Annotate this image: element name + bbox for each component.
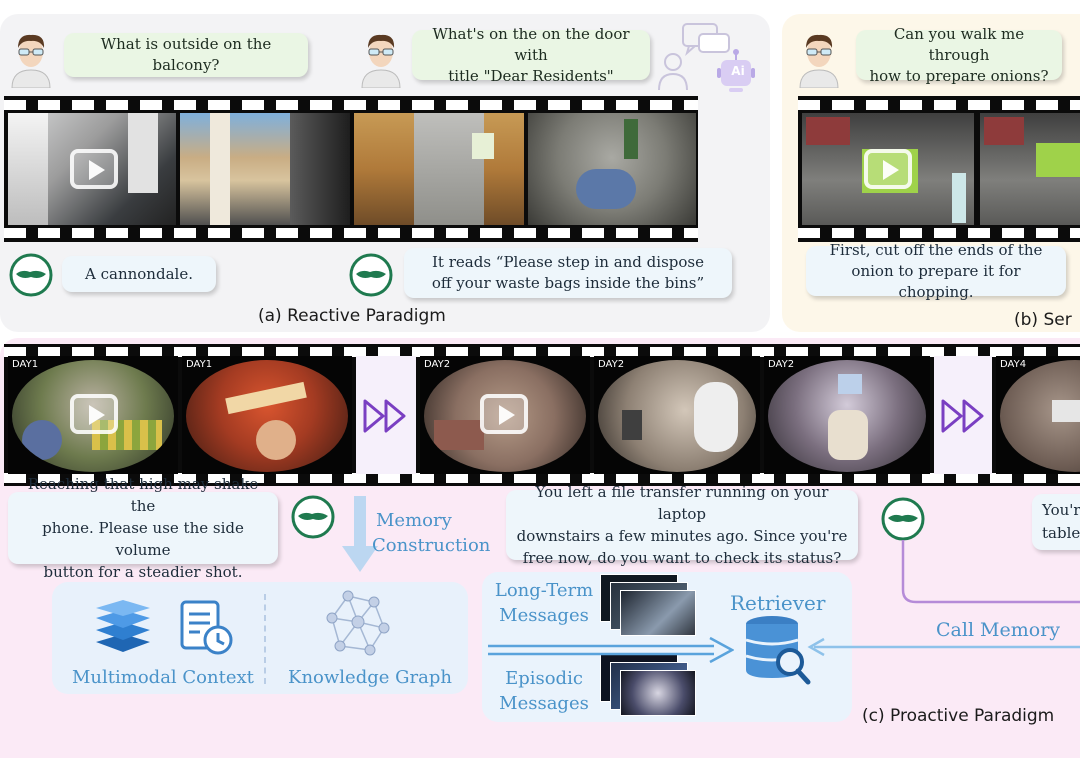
retriever-label: Retriever bbox=[730, 591, 826, 615]
chat-ai-icon bbox=[658, 23, 755, 92]
message-text: button for a steadier shot. bbox=[43, 563, 243, 581]
user-avatar-icon bbox=[11, 34, 51, 88]
proactive-message-bubble: You left a file transfer running on your… bbox=[506, 483, 858, 567]
thumbnail-stack bbox=[600, 574, 696, 636]
question-text: how to prepare onions? bbox=[869, 66, 1049, 85]
right-arrow-icon bbox=[488, 636, 734, 664]
smart-glasses-icon bbox=[881, 497, 925, 541]
video-frame bbox=[8, 356, 178, 474]
knowledge-graph-icon bbox=[326, 590, 390, 656]
message-text: phone. Please use the side volume bbox=[42, 519, 244, 559]
play-icon bbox=[70, 394, 118, 434]
left-arrow-icon bbox=[807, 637, 1080, 657]
message-text: You left a file transfer running on your… bbox=[535, 483, 829, 523]
message-text: Reaching that high may shake the bbox=[27, 475, 259, 515]
day-label: DAY2 bbox=[424, 359, 451, 370]
proactive-message-bubble: Reaching that high may shake the phone. … bbox=[8, 475, 278, 581]
message-text: free now, do you want to check its statu… bbox=[522, 549, 842, 567]
episodic-messages-label: Episodic Messages bbox=[494, 666, 594, 716]
answer-bubble: A cannondale. bbox=[62, 256, 216, 292]
question-bubble: What is outside on the balcony? bbox=[64, 33, 308, 77]
database-search-icon bbox=[745, 616, 811, 685]
semi-caption: (b) Ser bbox=[1014, 310, 1072, 330]
question-bubble: Can you walk me through how to prepare o… bbox=[856, 25, 1062, 85]
day-label: DAY2 bbox=[768, 359, 795, 370]
proactive-message-bubble: You'r table bbox=[1032, 494, 1080, 550]
video-frame bbox=[594, 356, 760, 474]
question-bubble: What's on the on the door with title "De… bbox=[412, 25, 650, 85]
video-frame bbox=[182, 356, 352, 474]
smart-glasses-icon bbox=[349, 253, 393, 297]
answer-text: off your waste bags inside the bins” bbox=[431, 274, 705, 292]
video-frame bbox=[802, 113, 974, 225]
video-frame bbox=[420, 356, 590, 474]
message-text: downstairs a few minutes ago. Since you'… bbox=[516, 527, 848, 545]
smart-glasses-icon bbox=[9, 253, 53, 297]
question-text: Can you walk me through bbox=[893, 24, 1025, 64]
video-frame bbox=[528, 113, 696, 225]
memory-label-line: Construction bbox=[372, 535, 491, 556]
video-frame bbox=[996, 356, 1080, 474]
fast-forward-icon bbox=[941, 399, 984, 433]
fast-forward-icon bbox=[363, 399, 406, 433]
thumbnail-stack bbox=[600, 654, 696, 716]
divider bbox=[264, 594, 266, 684]
proactive-caption: (c) Proactive Paradigm bbox=[862, 706, 1055, 726]
smart-glasses-icon bbox=[291, 495, 335, 539]
call-memory-label: Call Memory bbox=[936, 619, 1061, 641]
label-line: Long-Term bbox=[494, 580, 594, 601]
label-line: Messages bbox=[499, 693, 589, 714]
answer-text: onion to prepare it for chopping. bbox=[851, 261, 1021, 301]
answer-text: It reads “Please step in and dispose bbox=[432, 253, 704, 271]
layers-icon bbox=[96, 600, 150, 652]
answer-text: A cannondale. bbox=[85, 265, 193, 283]
connector-line bbox=[901, 540, 1080, 604]
message-text: table bbox=[1042, 524, 1080, 542]
day-label: DAY1 bbox=[12, 359, 39, 370]
play-icon bbox=[70, 149, 118, 189]
day-label: DAY4 bbox=[1000, 359, 1027, 370]
long-term-messages-label: Long-Term Messages bbox=[494, 578, 594, 628]
day-label: DAY1 bbox=[186, 359, 213, 370]
play-icon bbox=[864, 149, 912, 189]
play-icon bbox=[480, 394, 528, 434]
video-frame bbox=[764, 356, 930, 474]
ai-badge: Ai bbox=[731, 64, 745, 78]
answer-text: First, cut off the ends of the bbox=[829, 240, 1043, 259]
label-line: Messages bbox=[499, 605, 589, 626]
message-text: You'r bbox=[1042, 501, 1080, 519]
down-arrow-icon bbox=[342, 496, 378, 572]
label-line: Episodic bbox=[505, 668, 583, 689]
document-clock-icon bbox=[180, 600, 233, 655]
video-frame bbox=[180, 113, 350, 225]
memory-construction-label: Memory Construction bbox=[372, 508, 490, 558]
day-label: DAY2 bbox=[598, 359, 625, 370]
knowledge-graph-label: Knowledge Graph bbox=[288, 667, 452, 688]
video-frame bbox=[8, 113, 176, 225]
user-avatar-icon bbox=[799, 34, 839, 88]
question-text: title "Dear Residents" bbox=[448, 66, 614, 85]
memory-label-line: Memory bbox=[376, 510, 452, 531]
reactive-caption: (a) Reactive Paradigm bbox=[258, 306, 446, 326]
video-frame bbox=[354, 113, 524, 225]
video-frame bbox=[980, 113, 1080, 225]
answer-bubble: It reads “Please step in and dispose off… bbox=[404, 248, 732, 298]
answer-bubble: First, cut off the ends of the onion to … bbox=[806, 241, 1066, 301]
question-text: What's on the on the door with bbox=[432, 24, 630, 64]
multimodal-context-label: Multimodal Context bbox=[72, 667, 254, 688]
user-avatar-icon bbox=[361, 34, 401, 88]
question-text: What is outside on the balcony? bbox=[100, 35, 272, 74]
